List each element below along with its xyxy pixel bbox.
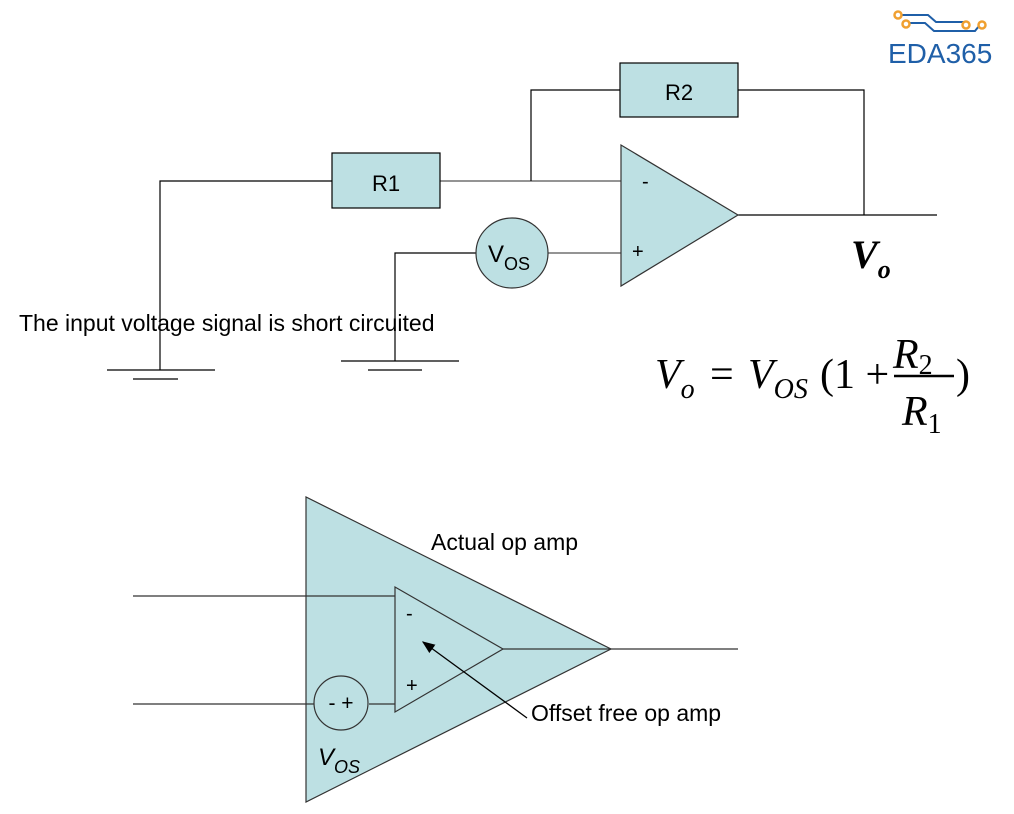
equation-vos: VOS	[748, 352, 808, 405]
inner-minus-label: -	[406, 603, 413, 625]
resistor-r2-label: R2	[665, 80, 693, 105]
equation-open-paren: (1 +	[820, 352, 889, 398]
top-circuit: R1 R2 - + VOS Vo The input voltage signa…	[19, 62, 937, 380]
wire-vos-ground	[394, 252, 476, 361]
opamp-plus-label: +	[632, 241, 644, 263]
gain-equation: Vo = VOS (1 + R2 R1 )	[655, 332, 970, 440]
resistor-r1-label: R1	[372, 171, 400, 196]
inner-plus-label: +	[406, 675, 418, 697]
wire-input-ground	[159, 180, 332, 370]
short-circuit-caption: The input voltage signal is short circui…	[19, 310, 435, 336]
wire-feedback-right	[738, 89, 865, 215]
equation-equals: =	[710, 352, 734, 398]
vos-main-label: V	[488, 241, 504, 268]
offset-free-opamp-label: Offset free op amp	[531, 700, 721, 726]
wires	[159, 89, 937, 370]
ground-symbol-2	[341, 360, 459, 371]
resistor-r1: R1	[331, 152, 441, 209]
vos-sub-label: OS	[504, 254, 530, 274]
offset-model: - + - + VOS Actual op amp Offset free op…	[133, 496, 738, 803]
actual-opamp-label: Actual op amp	[431, 529, 578, 555]
equation-denominator: R1	[901, 389, 942, 440]
vos-source-top: VOS	[475, 217, 549, 289]
circuit-trace-icon	[893, 10, 987, 32]
ground-symbol-1	[107, 369, 215, 380]
equation-numerator: R2	[892, 332, 933, 381]
opamp-top: - +	[620, 143, 740, 288]
wire-feedback-left	[530, 89, 620, 181]
eda365-logo: EDA365	[888, 10, 992, 69]
pointer-arrow-icon	[421, 641, 528, 719]
opamp-minus-label: -	[642, 171, 649, 193]
source-polarity-label: - +	[328, 692, 353, 715]
model-vos-label: VOS	[318, 744, 360, 777]
resistor-r2: R2	[619, 62, 739, 118]
equation-close-paren: )	[956, 352, 970, 398]
vos-source-model: - +	[313, 675, 369, 731]
offset-free-opamp: - +	[394, 585, 505, 714]
equation-lhs: Vo	[655, 352, 695, 405]
svg-text:VOS: VOS	[488, 241, 530, 274]
logo-text: EDA365	[888, 38, 992, 69]
output-label: Vo	[851, 232, 891, 284]
